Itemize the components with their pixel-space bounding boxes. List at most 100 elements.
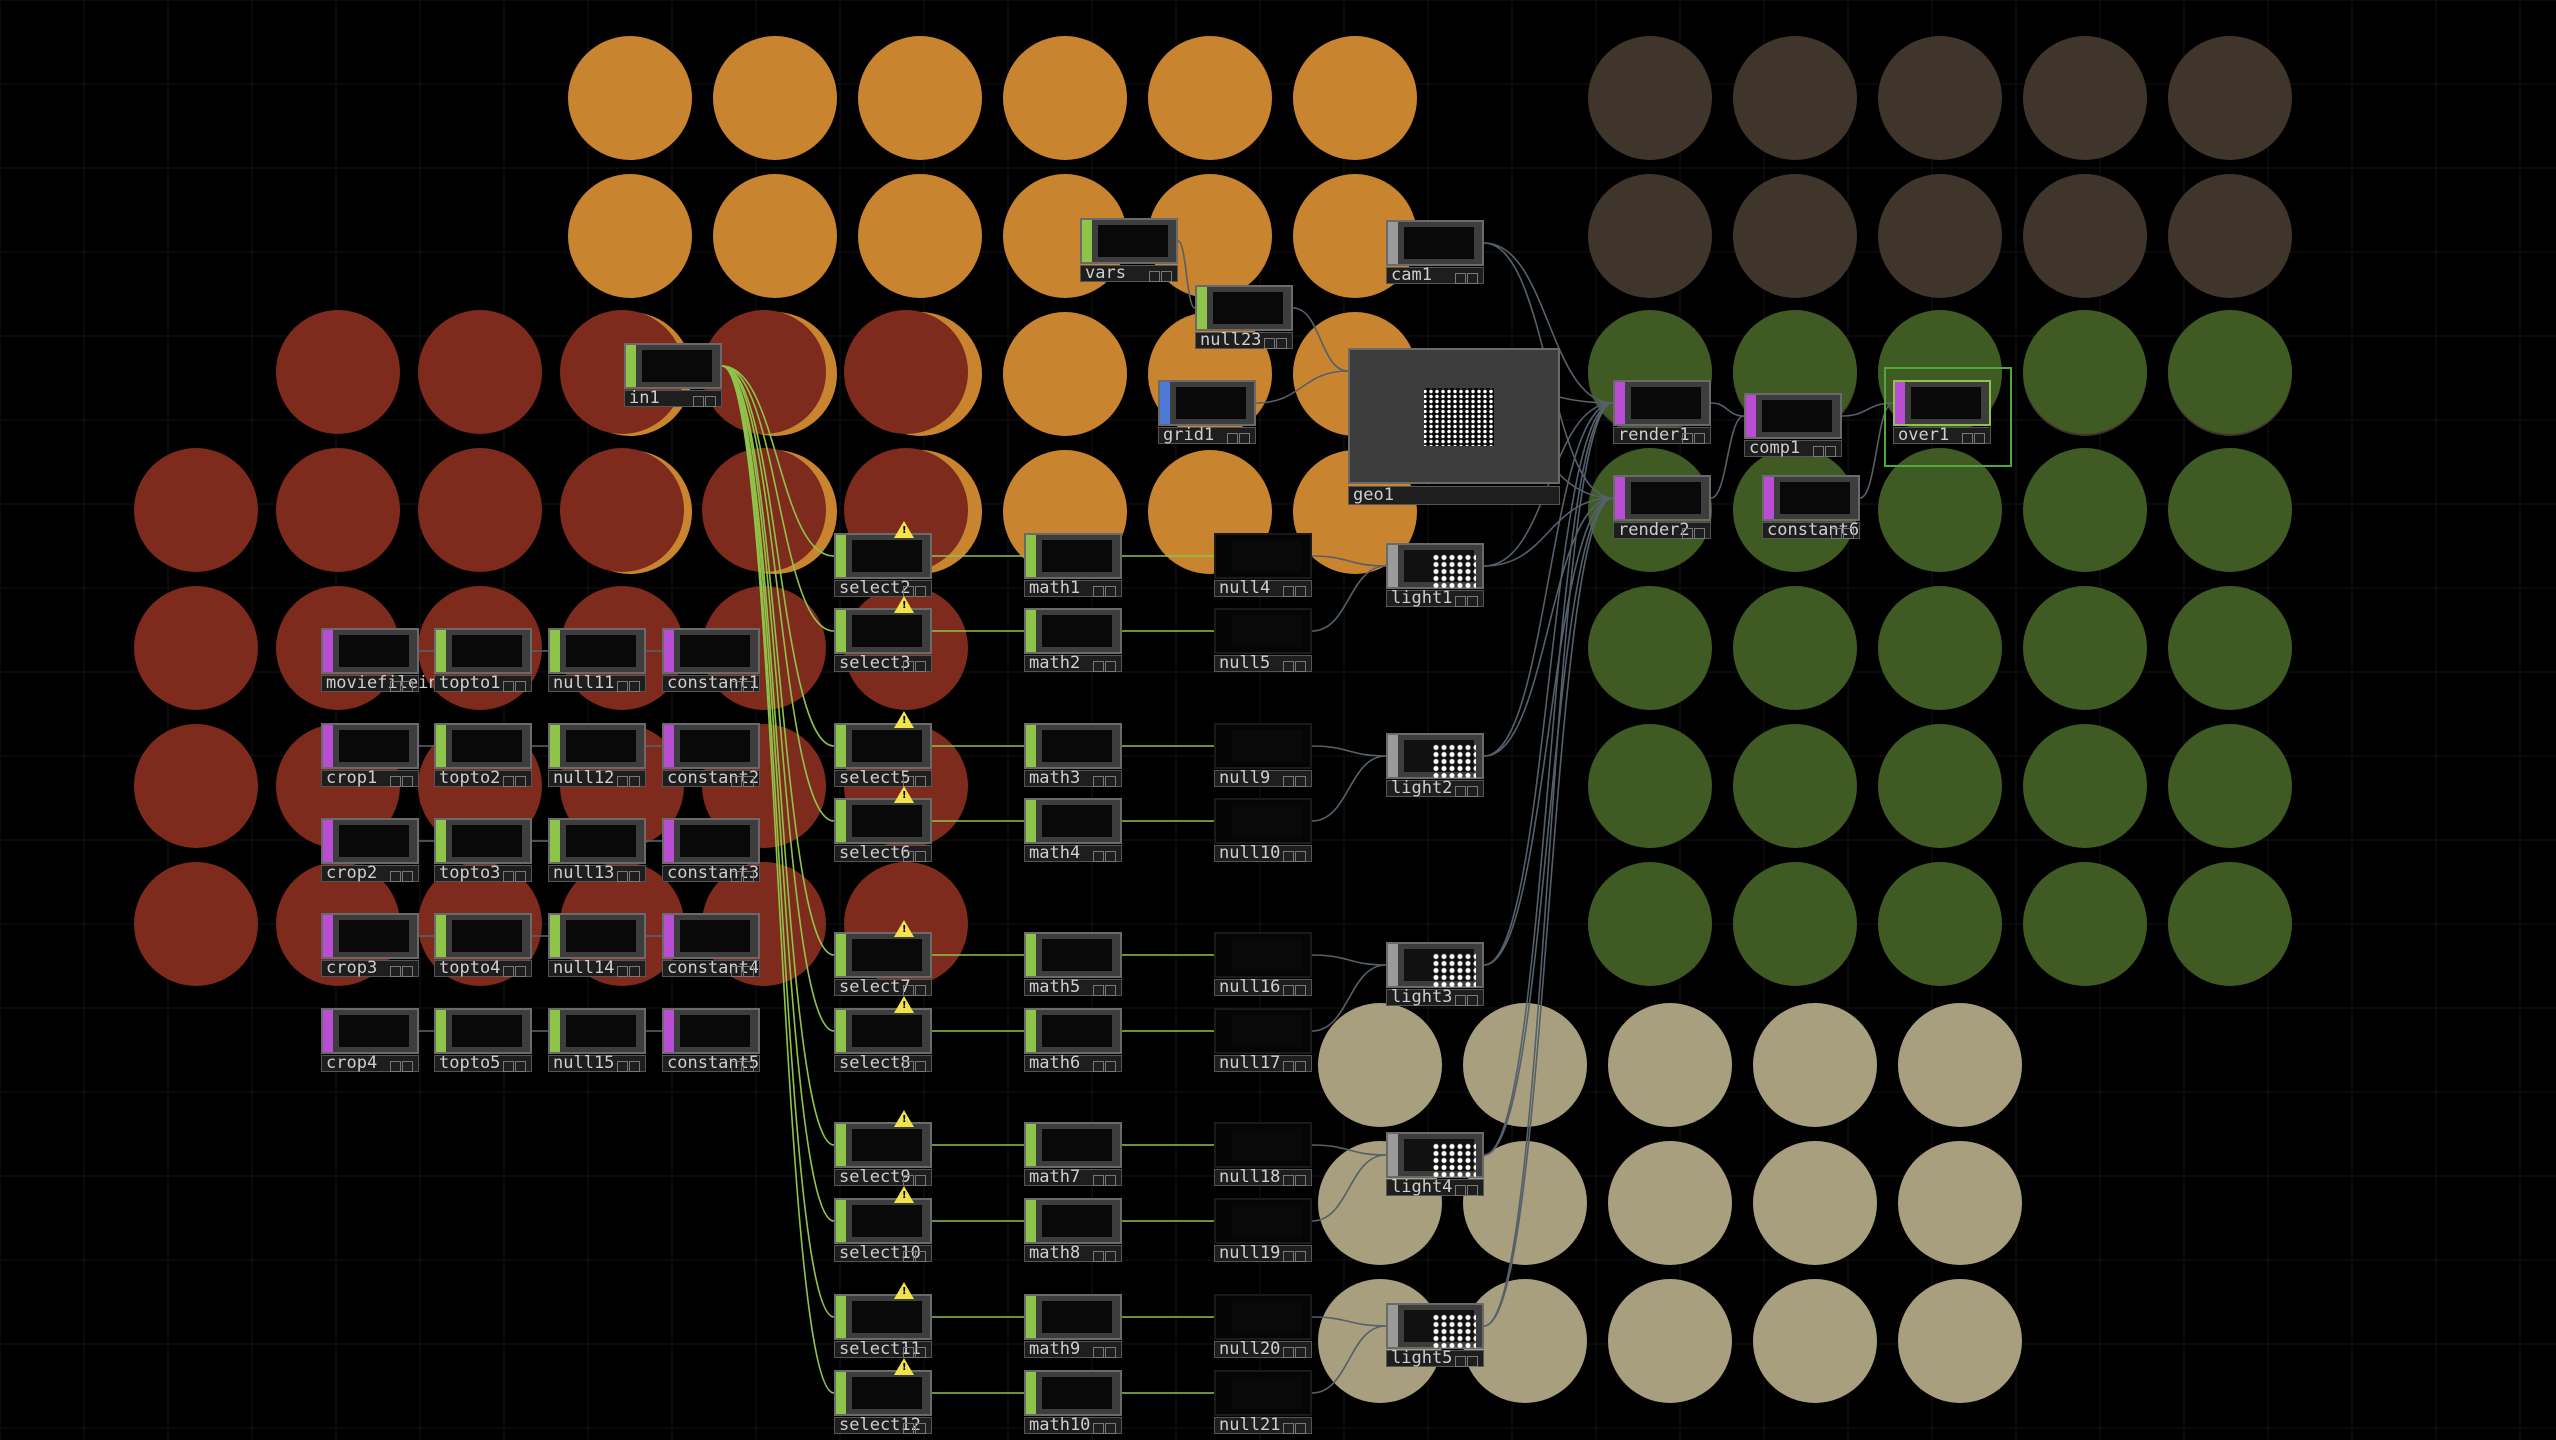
node-body[interactable] [1893,380,1991,426]
bypass-flag-icon[interactable] [915,1347,926,1358]
viewer-flag-icon[interactable] [503,871,514,882]
viewer-flag-icon[interactable] [1283,586,1294,597]
bypass-flag-icon[interactable] [1974,433,1985,444]
node-flags[interactable] [616,677,644,692]
node-constant5[interactable]: constant5 [662,1008,760,1072]
bypass-flag-icon[interactable] [915,661,926,672]
node-null16[interactable]: null16 [1214,932,1312,996]
viewer-flag-icon[interactable] [1455,1356,1466,1367]
node-flags[interactable] [1282,981,1310,996]
node-math9[interactable]: math9 [1024,1294,1122,1358]
node-math6[interactable]: math6 [1024,1008,1122,1072]
node-flags[interactable] [502,772,530,787]
node-null17[interactable]: null17 [1214,1008,1312,1072]
node-null12[interactable]: null12 [548,723,646,787]
node-grid1[interactable]: grid1 [1158,380,1256,444]
bypass-flag-icon[interactable] [1105,1061,1116,1072]
viewer-flag-icon[interactable] [903,661,914,672]
node-body[interactable] [662,913,760,959]
node-flags[interactable] [902,657,930,672]
node-body[interactable] [434,818,532,864]
node-flags[interactable] [1282,1247,1310,1262]
bypass-flag-icon[interactable] [743,776,754,787]
node-topto5[interactable]: topto5 [434,1008,532,1072]
bypass-flag-icon[interactable] [1295,586,1306,597]
node-constant4[interactable]: constant4 [662,913,760,977]
bypass-flag-icon[interactable] [915,1251,926,1262]
node-vars[interactable]: vars [1080,218,1178,282]
node-flags[interactable] [1263,334,1291,349]
node-body[interactable] [1214,1008,1312,1054]
viewer-flag-icon[interactable] [1093,1061,1104,1072]
viewer-flag-icon[interactable] [1831,528,1842,539]
node-body[interactable] [662,818,760,864]
node-select10[interactable]: select10! [834,1186,932,1262]
node-body[interactable] [434,723,532,769]
node-body[interactable] [834,1122,932,1168]
node-flags[interactable] [389,962,417,977]
bypass-flag-icon[interactable] [1467,273,1478,284]
node-null15[interactable]: null15 [548,1008,646,1072]
node-flags[interactable] [1282,1343,1310,1358]
node-null4[interactable]: null4 [1214,533,1312,597]
bypass-flag-icon[interactable] [1467,1185,1478,1196]
bypass-flag-icon[interactable] [915,586,926,597]
node-flags[interactable] [616,962,644,977]
node-body[interactable] [1214,932,1312,978]
viewer-flag-icon[interactable] [731,871,742,882]
node-topto3[interactable]: topto3 [434,818,532,882]
node-body[interactable] [1024,1294,1122,1340]
node-flags[interactable] [902,1343,930,1358]
bypass-flag-icon[interactable] [1467,995,1478,1006]
bypass-flag-icon[interactable] [743,1061,754,1072]
node-math3[interactable]: math3 [1024,723,1122,787]
node-null19[interactable]: null19 [1214,1198,1312,1262]
node-flags[interactable] [616,1057,644,1072]
bypass-flag-icon[interactable] [1105,1251,1116,1262]
bypass-flag-icon[interactable] [915,1175,926,1186]
node-body[interactable] [1214,533,1312,579]
viewer-flag-icon[interactable] [1093,1423,1104,1434]
viewer-flag-icon[interactable] [693,396,704,407]
viewer-flag-icon[interactable] [1455,273,1466,284]
node-null9[interactable]: null9 [1214,723,1312,787]
node-flags[interactable] [389,677,417,692]
bypass-flag-icon[interactable] [1467,1356,1478,1367]
node-body[interactable] [1613,380,1711,426]
node-flags[interactable] [1282,847,1310,862]
node-body[interactable] [1386,220,1484,266]
viewer-flag-icon[interactable] [617,681,628,692]
bypass-flag-icon[interactable] [1694,528,1705,539]
bypass-flag-icon[interactable] [629,966,640,977]
bypass-flag-icon[interactable] [1105,1423,1116,1434]
bypass-flag-icon[interactable] [515,871,526,882]
bypass-flag-icon[interactable] [1105,1175,1116,1186]
bypass-flag-icon[interactable] [743,681,754,692]
viewer-flag-icon[interactable] [1962,433,1973,444]
viewer-flag-icon[interactable] [1813,446,1824,457]
node-select12[interactable]: select12! [834,1358,932,1434]
node-body[interactable] [1348,348,1560,484]
bypass-flag-icon[interactable] [629,776,640,787]
bypass-flag-icon[interactable] [1105,586,1116,597]
node-math7[interactable]: math7 [1024,1122,1122,1186]
node-body[interactable] [834,1008,932,1054]
node-flags[interactable] [616,867,644,882]
node-flags[interactable] [389,867,417,882]
node-flags[interactable] [902,582,930,597]
bypass-flag-icon[interactable] [402,776,413,787]
node-flags[interactable] [902,1171,930,1186]
node-body[interactable] [434,1008,532,1054]
viewer-flag-icon[interactable] [903,1347,914,1358]
node-flags[interactable] [502,962,530,977]
node-body[interactable] [834,1294,932,1340]
bypass-flag-icon[interactable] [629,681,640,692]
viewer-flag-icon[interactable] [1283,776,1294,787]
viewer-flag-icon[interactable] [503,1061,514,1072]
node-topto1[interactable]: topto1 [434,628,532,692]
bypass-flag-icon[interactable] [743,966,754,977]
node-flags[interactable] [902,1247,930,1262]
node-body[interactable] [548,818,646,864]
bypass-flag-icon[interactable] [915,1061,926,1072]
bypass-flag-icon[interactable] [1467,596,1478,607]
